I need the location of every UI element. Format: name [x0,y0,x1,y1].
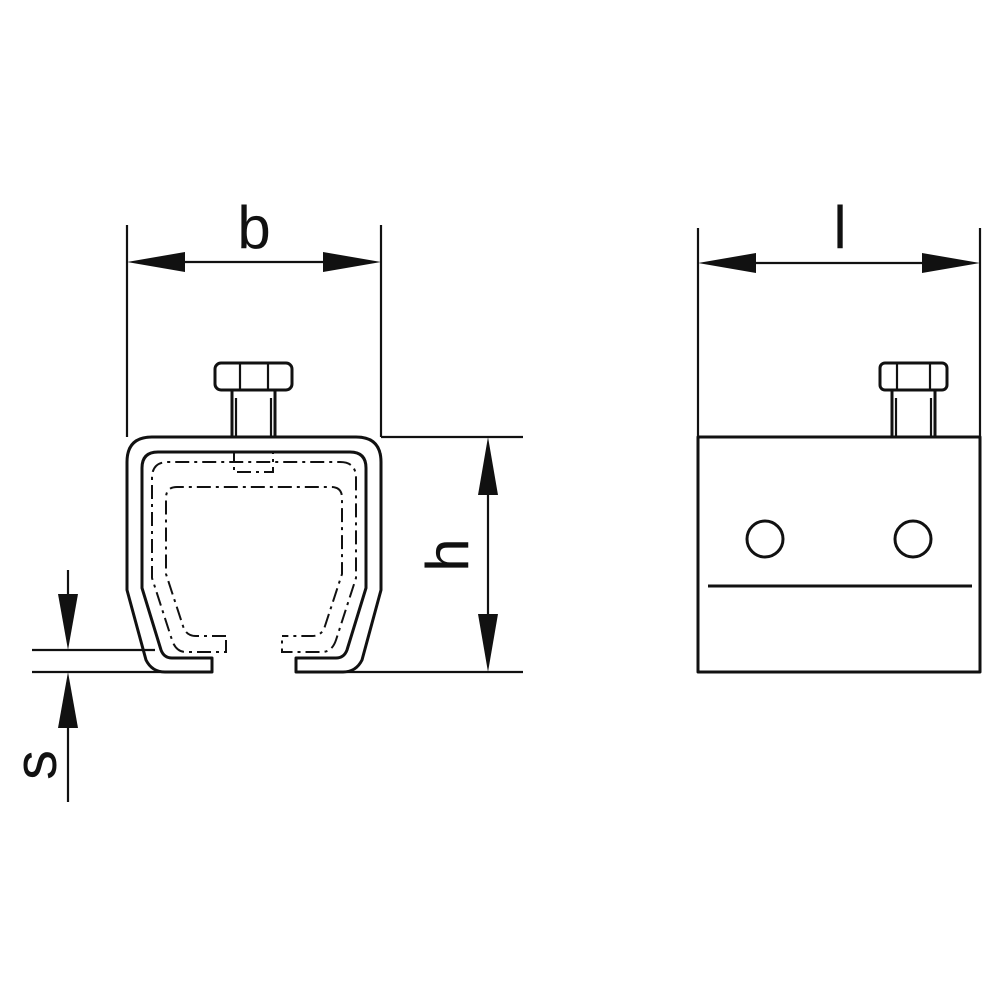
bolt-head-front [213,361,294,392]
rail-hidden-profile [151,461,357,653]
bolt-shaft-front [230,388,277,439]
side-hole-left [745,519,785,559]
dimension-b: b [125,194,383,437]
clamp-outer-profile [125,435,383,674]
front-view [125,361,383,674]
label-s: s [2,750,69,780]
dimension-l: l [696,194,982,437]
label-b: b [237,194,270,261]
bolt-tip-front [233,451,274,473]
label-h: h [414,538,481,571]
dimension-h: h [347,435,523,674]
side-body [696,435,982,674]
bolt-shaft-side [890,388,937,439]
bolt-head-side [878,361,949,392]
side-hole-right [893,519,933,559]
side-view [696,361,982,674]
rail-hidden-profile-inner [165,486,343,637]
dimension-s: s [2,570,165,802]
label-l: l [833,194,846,261]
